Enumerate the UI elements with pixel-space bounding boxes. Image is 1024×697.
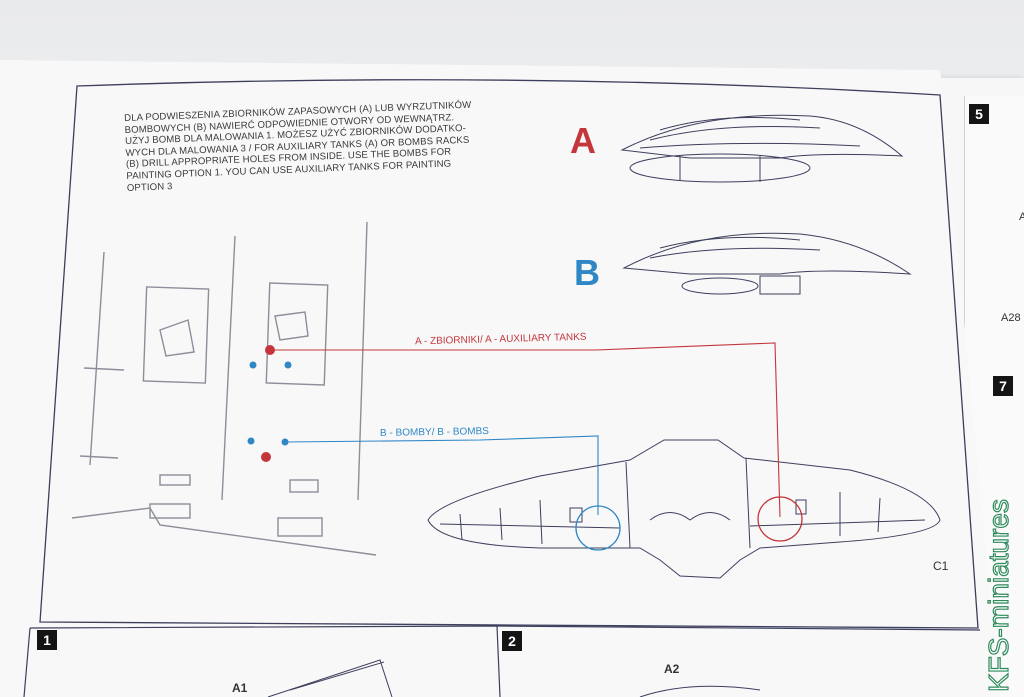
aircraft-a-drawing [620,114,904,183]
hole-b-2 [284,361,292,369]
part-a2-label: A2 [664,662,680,676]
callout-b-circle [575,505,621,551]
step-5-number: 5 [975,106,983,122]
hole-b-4 [281,438,289,446]
instruction-text: DLA PODWIESZENIA ZBIORNIKÓW ZAPASOWYCH (… [124,99,497,194]
callout-b-text: B - BOMBY/ B - BOMBS [379,426,489,439]
hole-a-1 [265,345,275,355]
part-a1-label: A1 [232,681,248,695]
step-frame [39,79,979,629]
aircraft-b-drawing [622,232,912,295]
hole-b-1 [249,361,257,369]
watermark: KFS-miniatures [982,498,1014,692]
step-2-frame [496,625,981,631]
callout-b-line [247,361,621,551]
option-a-label: A [570,120,596,161]
wing-part-label: C1 [933,559,949,573]
callout-a-circle [757,496,803,542]
step-7-number: 7 [999,378,1007,394]
callout-a-line [261,342,803,542]
step-7-badge: 7 [993,376,1013,396]
frame-edge [23,627,31,697]
step-2-badge: 2 [502,631,522,651]
hole-b-3 [247,437,255,445]
fuselage-parts [71,221,377,556]
step-2-drawing [639,685,761,697]
step-1-badge: 1 [37,630,57,650]
right-part-a28-label: A28 [1001,312,1021,324]
step-1-number: 1 [43,632,51,648]
watermark-text: KFS-miniatures [983,499,1014,692]
step-1-drawing [267,659,393,697]
hole-a-2 [261,452,271,462]
step-5-badge: 5 [969,104,989,124]
option-b-label: B [574,252,600,293]
step-2-number: 2 [508,633,516,649]
right-part-a-label: A [1019,211,1024,223]
